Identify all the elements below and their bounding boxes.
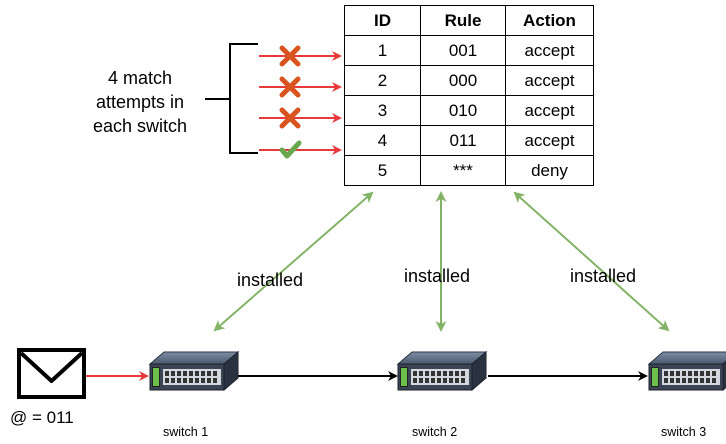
switch-3-label: switch 3 — [661, 425, 707, 439]
table-row: 4 011 accept — [344, 125, 594, 156]
attempt-arrow-2 — [259, 76, 342, 98]
switch-1-label: switch 1 — [163, 425, 209, 439]
cell-action: accept — [505, 65, 594, 96]
installed-label-3: installed — [570, 266, 637, 286]
cell-action: accept — [505, 35, 594, 66]
cell-action: accept — [505, 95, 594, 126]
cell-rule: 000 — [420, 65, 506, 96]
attempt-arrow-4 — [259, 140, 342, 159]
fail-cross-icon — [279, 107, 301, 129]
installed-label-2: installed — [404, 266, 471, 286]
installed-label-1: installed — [237, 270, 304, 290]
attempts-label-line: attempts in — [95, 92, 185, 112]
cell-rule: 010 — [420, 95, 506, 126]
attempt-arrow-1 — [259, 45, 342, 67]
cell-rule: *** — [420, 155, 506, 186]
table-row: 5 *** deny — [344, 155, 594, 186]
switch-2-icon — [397, 351, 487, 391]
switch-1-icon — [149, 351, 239, 391]
rule-table: ID Rule Action 1 001 accept 2 000 accept… — [344, 5, 594, 186]
cell-id: 4 — [344, 125, 421, 156]
fail-cross-icon — [279, 76, 301, 98]
attempts-bracket — [205, 43, 258, 154]
cell-action: accept — [505, 125, 594, 156]
match-check-icon — [279, 140, 302, 159]
cell-id: 3 — [344, 95, 421, 126]
cell-rule: 011 — [420, 125, 506, 156]
header-id: ID — [344, 5, 421, 36]
attempts-label: 4 match attempts in each switch — [80, 66, 200, 138]
cell-rule: 001 — [420, 35, 506, 66]
attempt-arrow-3 — [259, 107, 342, 129]
cell-action: deny — [505, 155, 594, 186]
cell-id: 1 — [344, 35, 421, 66]
install-arrow-switch-1 — [213, 191, 374, 332]
table-row: 3 010 accept — [344, 95, 594, 126]
header-rule: Rule — [420, 5, 506, 36]
install-arrow-switch-3 — [513, 191, 670, 332]
table-header-row: ID Rule Action — [344, 5, 594, 36]
fail-cross-icon — [279, 45, 301, 67]
cell-id: 5 — [344, 155, 421, 186]
envelope-icon — [17, 348, 86, 399]
header-action: Action — [505, 5, 594, 36]
attempts-label-line: 4 match — [107, 68, 173, 88]
table-row: 1 001 accept — [344, 35, 594, 66]
table-row: 2 000 accept — [344, 65, 594, 96]
packet-address-label: @ = 011 — [10, 408, 74, 427]
switch-2-label: switch 2 — [412, 425, 458, 439]
attempts-label-line: each switch — [92, 116, 188, 136]
switch-3-icon — [648, 351, 726, 391]
cell-id: 2 — [344, 65, 421, 96]
